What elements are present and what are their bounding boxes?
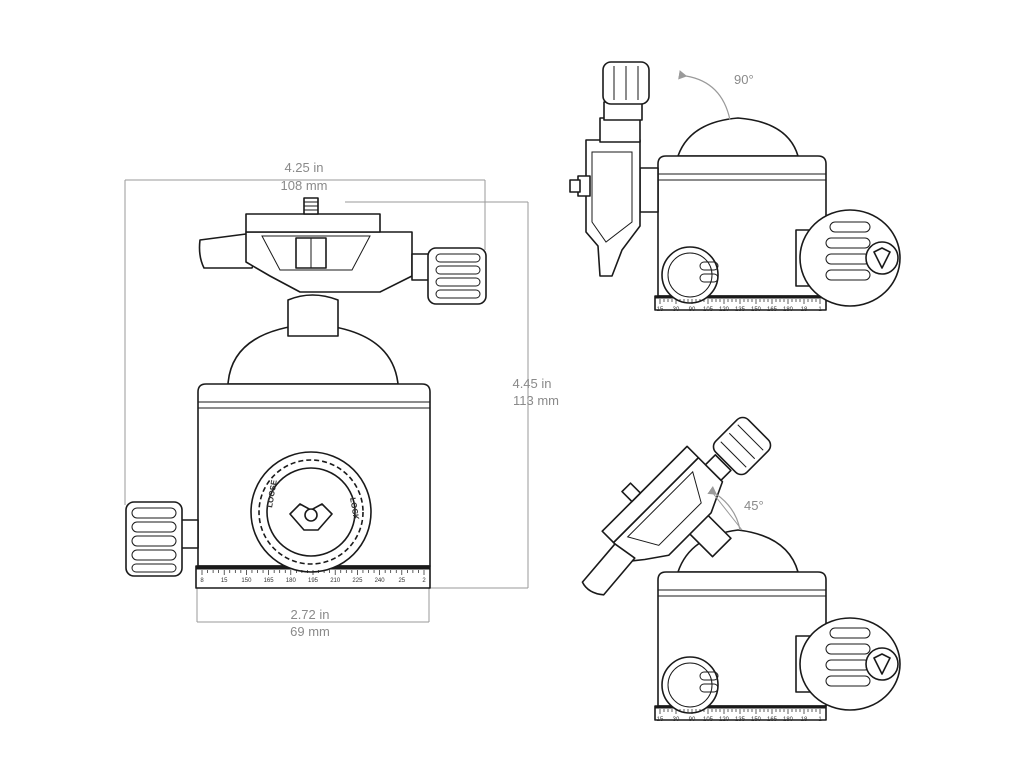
scale-label: 1 xyxy=(818,717,822,723)
scale-label: 120 xyxy=(719,717,730,723)
ball-neck xyxy=(287,294,339,337)
upper-base-scale: 15 30 90 105 120 135 150 165 180 18 1 xyxy=(657,299,822,313)
scale-label: 150 xyxy=(751,717,762,723)
upper-angle-arrow xyxy=(678,70,731,121)
scale-label: 120 xyxy=(719,307,730,313)
scale-label: 105 xyxy=(703,307,714,313)
scale-label: 15 xyxy=(221,578,228,584)
base-dimension-lines xyxy=(196,588,430,623)
lower-tilted-clamp xyxy=(581,445,732,596)
scale-label: 165 xyxy=(767,717,778,723)
lower-clamp-knob[interactable] xyxy=(710,414,774,478)
base-inches-label: 2.72 in xyxy=(290,607,329,622)
scale-label: 240 xyxy=(375,578,386,584)
lower-large-knob[interactable] xyxy=(795,617,901,711)
upper-ball-dome xyxy=(677,117,799,157)
clamp-plate xyxy=(245,213,381,233)
upper-angle-label: 90° xyxy=(734,72,754,87)
scale-label: 180 xyxy=(783,307,794,313)
width-mm-label: 108 mm xyxy=(281,178,328,193)
lower-angle-reference-line xyxy=(711,491,743,531)
base-mm-label: 69 mm xyxy=(290,624,330,639)
main-front-view: LOOSE LOCK xyxy=(125,197,487,589)
height-inches-label: 4.45 in xyxy=(512,376,551,391)
lower-knob-logo-icon xyxy=(873,653,891,675)
scale-label: 165 xyxy=(767,307,778,313)
upper-large-knob[interactable] xyxy=(795,209,901,307)
scale-label: 210 xyxy=(330,578,341,584)
scale-label: 180 xyxy=(286,578,297,584)
scale-label: 135 xyxy=(735,717,746,723)
upper-clamp-knob[interactable] xyxy=(602,61,650,105)
scale-label: 30 xyxy=(673,717,680,723)
lower-side-view: 45° 15 30 90 105 120 135 150 165 180 18 1 xyxy=(581,414,901,723)
scale-label: 90 xyxy=(689,717,696,723)
scale-label: 105 xyxy=(703,717,714,723)
height-mm-label: 113 mm xyxy=(513,393,559,408)
scale-label: 15 xyxy=(657,307,664,313)
main-lock-knob[interactable]: LOOSE LOCK xyxy=(250,451,372,573)
lower-angle-label: 45° xyxy=(744,498,764,513)
scale-label: 15 xyxy=(657,717,664,723)
upper-clamp xyxy=(569,101,659,277)
scale-label: 225 xyxy=(352,578,363,584)
upper-small-knob[interactable] xyxy=(661,246,719,304)
scale-label: 90 xyxy=(689,307,696,313)
clamp-knob[interactable] xyxy=(427,247,487,305)
scale-label: 180 xyxy=(783,717,794,723)
scale-label: 150 xyxy=(751,307,762,313)
scale-label: 18 xyxy=(801,307,808,313)
lower-angle-arrow xyxy=(707,485,741,531)
scale-label: 8 xyxy=(200,578,204,584)
upper-side-view: 90° 15 30 90 105 120 135 150 165 180 18 1 xyxy=(569,61,901,313)
scale-label: 18 xyxy=(801,717,808,723)
scale-label: 150 xyxy=(241,578,252,584)
width-dimension-lines xyxy=(124,179,486,505)
scale-label: 195 xyxy=(308,578,319,584)
scale-label: 30 xyxy=(673,307,680,313)
clamp-body xyxy=(245,231,413,293)
scale-label: 25 xyxy=(398,578,405,584)
lower-base-scale: 15 30 90 105 120 135 150 165 180 18 1 xyxy=(657,709,822,723)
scale-label: 165 xyxy=(264,578,275,584)
scale-label: 1 xyxy=(818,307,822,313)
lower-small-knob[interactable] xyxy=(661,656,719,714)
side-tension-knob[interactable] xyxy=(125,501,199,577)
upper-knob-logo-icon xyxy=(873,247,891,269)
clamp-assembly xyxy=(198,197,431,293)
height-dimension-lines xyxy=(345,201,529,589)
main-base-scale: 8 15 150 165 180 195 210 225 240 25 2 xyxy=(200,570,426,584)
scale-label: 135 xyxy=(735,307,746,313)
width-inches-label: 4.25 in xyxy=(284,160,323,175)
scale-label: 2 xyxy=(422,578,426,584)
lock-label: LOCK xyxy=(348,497,361,521)
